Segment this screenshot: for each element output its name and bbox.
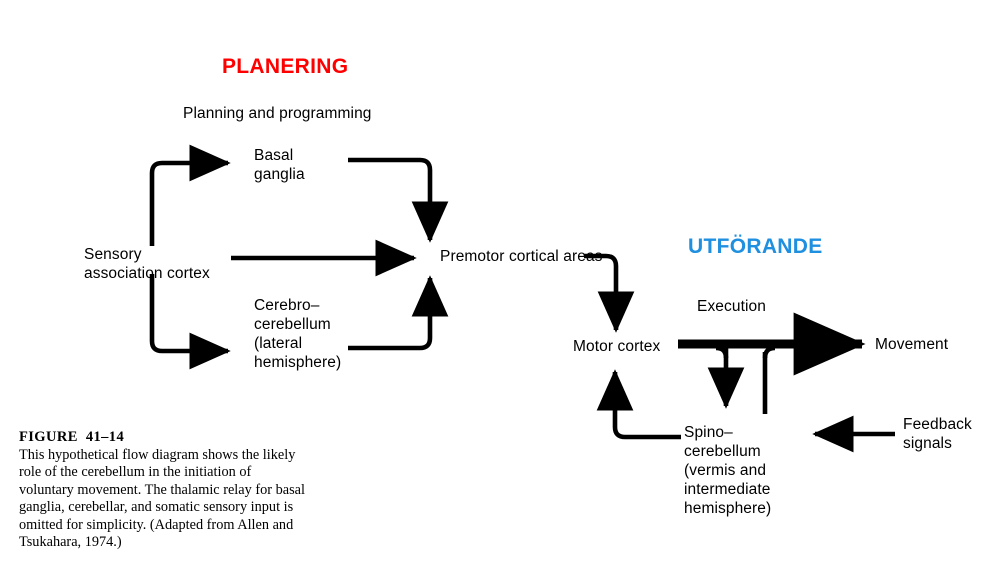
execution-section-label: Execution (697, 298, 766, 315)
planning-heading: PLANERING (222, 55, 349, 78)
node-sensory-association-cortex: Sensory association cortex (84, 246, 210, 282)
figure-caption-title: FIGURE 41–14 (19, 429, 125, 445)
figure-caption: FIGURE 41–14 This hypothetical flow diag… (19, 429, 307, 551)
planning-section-label: Planning and programming (183, 105, 372, 122)
node-movement: Movement (875, 336, 949, 353)
node-spino-cerebellum: Spino– cerebellum (vermis and intermedia… (684, 424, 772, 517)
junction-fillet-left (715, 345, 729, 359)
node-motor-cortex: Motor cortex (573, 338, 661, 355)
figure-caption-body: This hypothetical flow diagram shows the… (19, 447, 305, 551)
arrow-basal-ganglia-to-premotor (348, 157, 449, 243)
node-feedback-signals: Feedback signals (903, 416, 972, 452)
node-premotor-cortical-areas: Premotor cortical areas (440, 248, 603, 265)
arrow-spinocerebellum-to-motor-cortex (596, 369, 681, 440)
node-cerebro-cerebellum: Cerebro– cerebellum (lateral hemisphere) (254, 297, 342, 371)
arrow-premotor-to-motor-cortex (584, 253, 635, 333)
arrow-sensory-to-basal-ganglia (149, 144, 231, 246)
node-basal-ganglia: Basal ganglia (254, 147, 305, 183)
arrow-cerebrocerebellum-to-premotor (348, 275, 449, 351)
execution-heading: UTFÖRANDE (688, 235, 823, 258)
junction-fillet-right (762, 345, 776, 359)
arrow-sensory-to-cerebrocerebellum (149, 274, 231, 370)
